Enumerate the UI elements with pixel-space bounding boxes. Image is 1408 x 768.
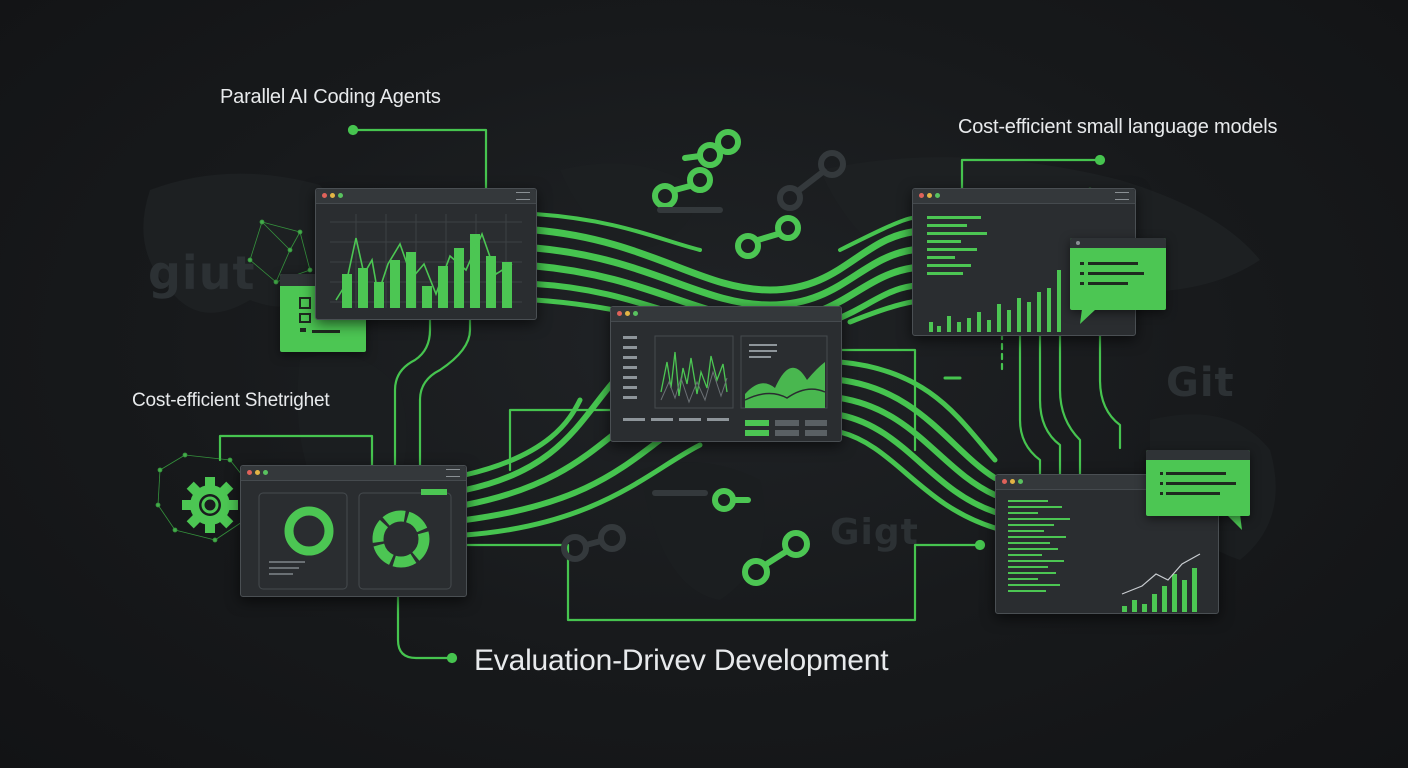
central-dashboard-window	[610, 306, 842, 442]
git-link-icon	[712, 488, 751, 512]
maximize-dot-icon	[935, 193, 940, 198]
window-menu-icon	[1115, 192, 1129, 200]
maximize-dot-icon	[338, 193, 343, 198]
donut-charts-graphic	[258, 489, 452, 590]
chat-titlebar	[1070, 238, 1166, 248]
close-dot-icon	[1002, 479, 1007, 484]
close-dot-icon	[617, 311, 622, 316]
minimize-dot-icon	[255, 470, 260, 475]
minimize-dot-icon	[625, 311, 630, 316]
close-dot-icon	[322, 193, 327, 198]
chat-bubble-bottom	[1146, 450, 1250, 516]
window-titlebar	[611, 307, 841, 322]
agents-dashboard-window	[315, 188, 537, 320]
close-dot-icon	[247, 470, 252, 475]
center-charts-graphic	[623, 335, 828, 436]
evaluation-metrics-window	[240, 465, 467, 597]
window-menu-icon	[446, 469, 460, 477]
label-parallel-agents: Parallel AI Coding Agents	[220, 86, 441, 108]
chat-bubble-top	[1070, 238, 1166, 310]
window-titlebar	[241, 466, 466, 481]
bar-chart-graphic	[330, 214, 522, 308]
chat-bubble-icon	[1160, 472, 1236, 495]
maximize-dot-icon	[633, 311, 638, 316]
git-link-icon	[682, 129, 741, 168]
code-and-trend-graphic	[1008, 500, 1201, 612]
chat-bubble-icon	[1080, 262, 1144, 285]
window-titlebar	[913, 189, 1135, 204]
background-word-git: Git	[1166, 360, 1235, 406]
git-link-icon	[742, 530, 810, 586]
background-word-giut: giut	[148, 246, 256, 300]
window-menu-icon	[516, 192, 530, 200]
maximize-dot-icon	[1018, 479, 1023, 484]
background-word-gigt: Gigt	[830, 512, 919, 553]
label-cost-efficient: Cost-efficient Shetrighet	[132, 390, 330, 411]
maximize-dot-icon	[263, 470, 268, 475]
window-titlebar	[316, 189, 536, 204]
minimize-dot-icon	[927, 193, 932, 198]
git-link-icon	[652, 167, 713, 209]
close-dot-icon	[919, 193, 924, 198]
label-evaluation-driven: Evaluation-Drivev Development	[474, 644, 889, 677]
code-and-bars-graphic	[927, 216, 1061, 332]
minimize-dot-icon	[330, 193, 335, 198]
checklist-icon	[299, 297, 340, 333]
label-small-language-models: Cost-efficient small language models	[958, 116, 1278, 138]
git-link-icon	[735, 215, 801, 259]
minimize-dot-icon	[1010, 479, 1015, 484]
